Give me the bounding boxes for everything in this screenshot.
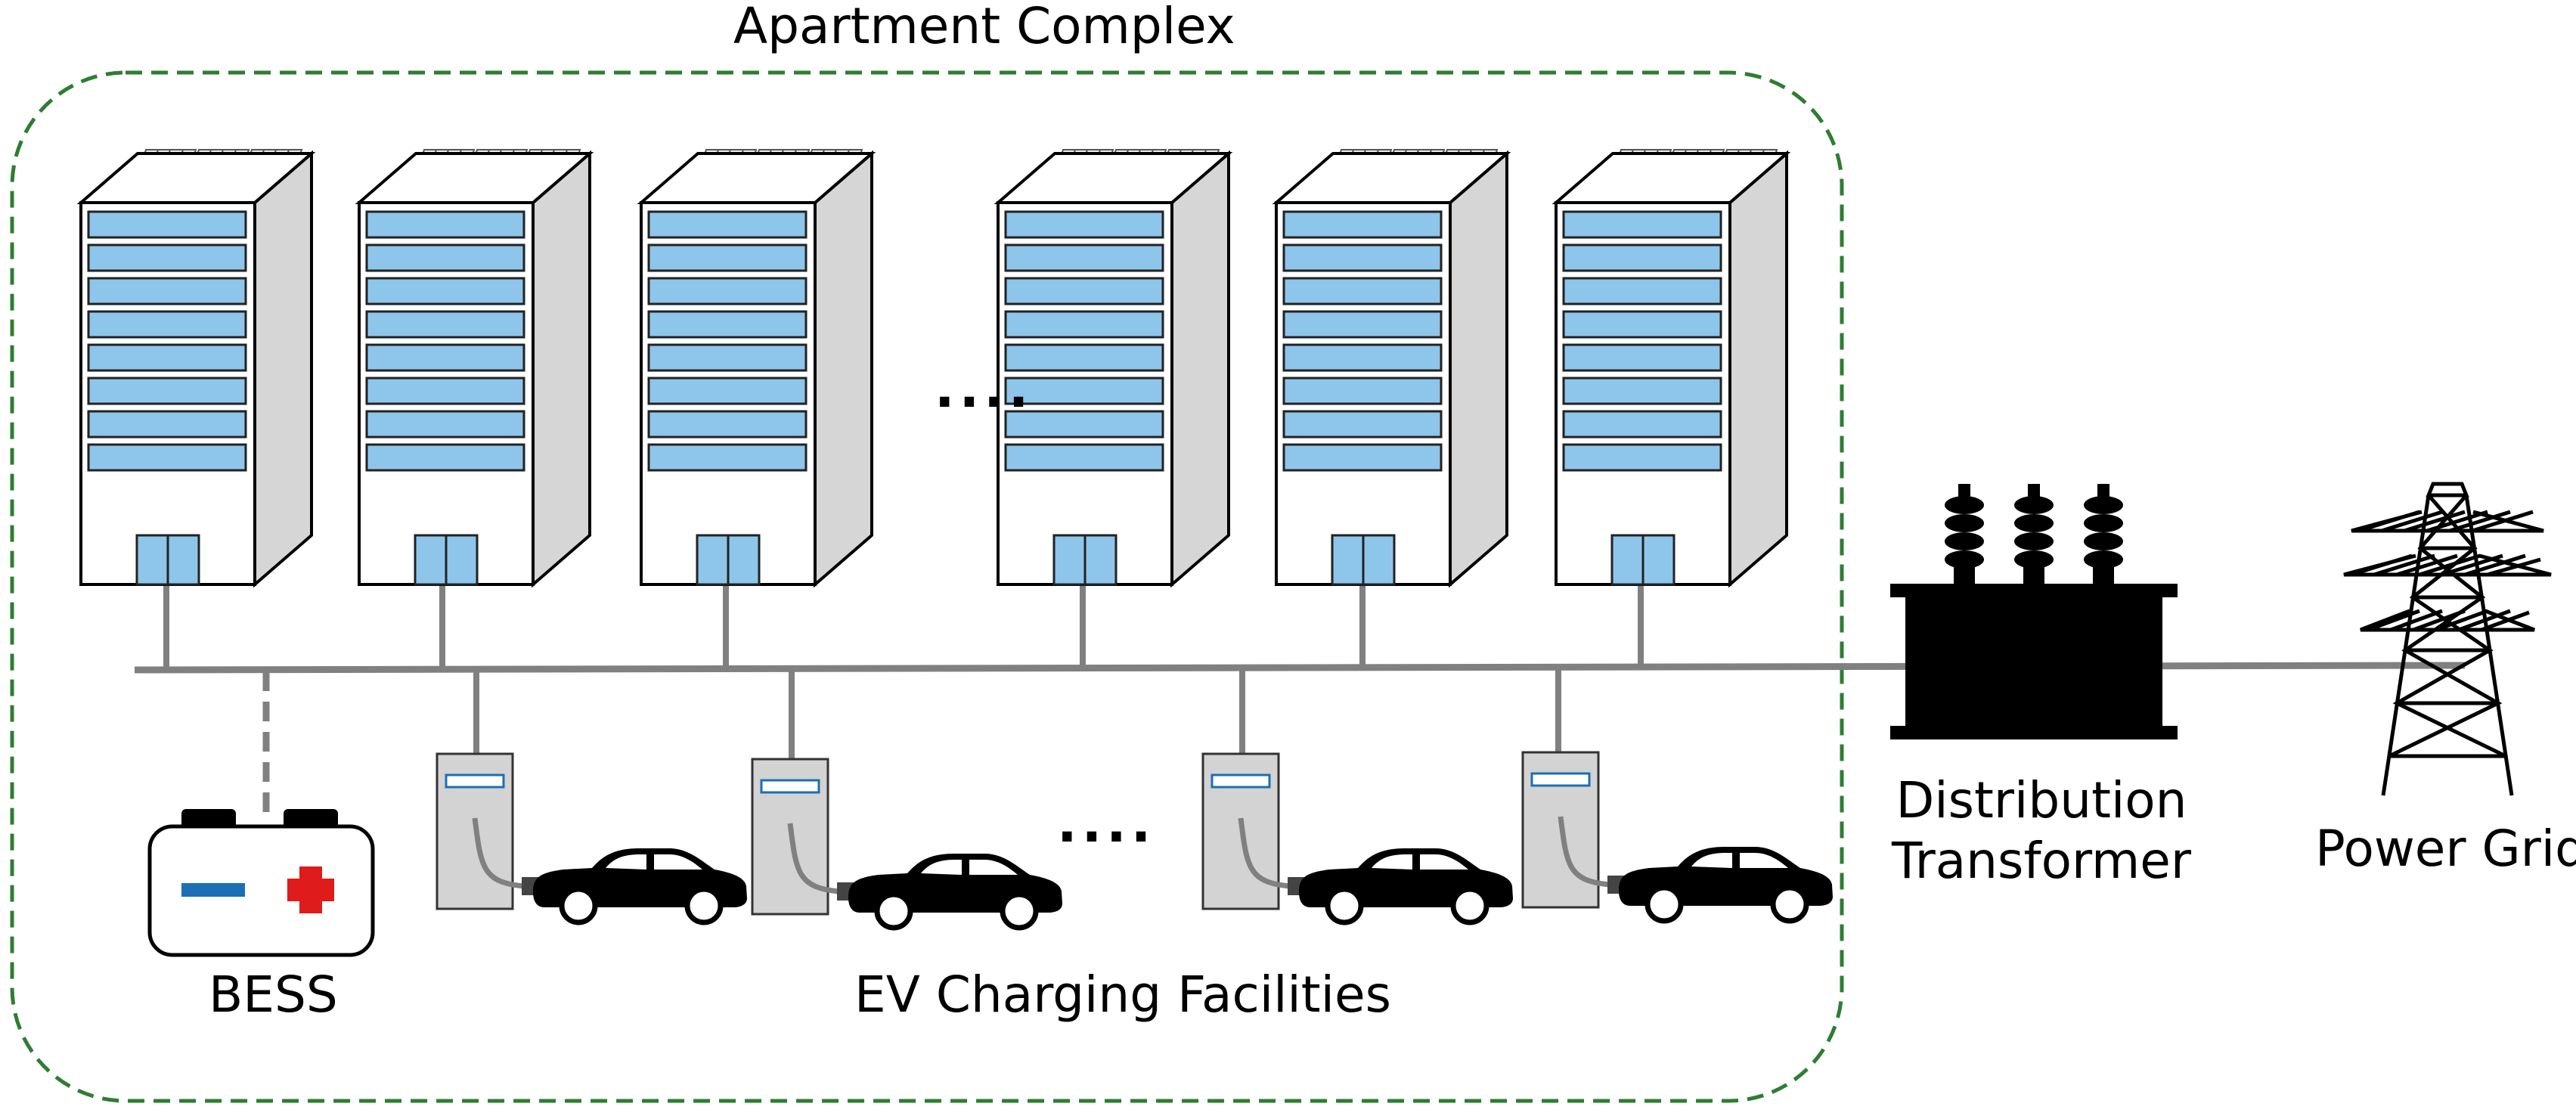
- transmission-tower-icon: [2343, 482, 2552, 796]
- minus-icon: [181, 883, 245, 897]
- ev-charger-1: [437, 754, 541, 909]
- ev-charger-4: [1523, 752, 1626, 907]
- transformer-icon: [1890, 484, 2178, 739]
- ev-car-4: [1619, 847, 1833, 921]
- transformer-label-line2: Transformer: [1891, 832, 2192, 890]
- apartment-building-6: [1556, 150, 1787, 584]
- apartment-building-5: [1276, 150, 1507, 584]
- apartment-building-2: [359, 150, 590, 584]
- ev-charging-label: EV Charging Facilities: [854, 966, 1391, 1024]
- plus-icon: [287, 866, 334, 913]
- battery-icon: [147, 809, 375, 957]
- ev-car-3: [1299, 848, 1513, 922]
- apartment-building-3: [641, 150, 872, 584]
- bess-label: BESS: [209, 966, 338, 1024]
- ev-charger-3: [1203, 754, 1307, 909]
- ev-car-2: [848, 854, 1062, 928]
- power-grid-label: Power Grid: [2315, 820, 2576, 878]
- ev-car-1: [533, 848, 747, 922]
- apartment-complex-label: Apartment Complex: [733, 0, 1235, 55]
- apartment-complex-boundary: [10, 70, 1844, 1103]
- ev-charger-2: [752, 759, 856, 914]
- transformer-label: Distribution Transformer: [1875, 776, 2208, 886]
- chargers-ellipsis: ....: [1057, 792, 1155, 854]
- building-feeder-lines: [163, 582, 1644, 670]
- transformer-label-line1: Distribution: [1896, 771, 2187, 829]
- apartment-building-1: [81, 150, 312, 584]
- buildings-ellipsis: ....: [935, 358, 1033, 420]
- charger-feeder-lines: [473, 667, 1561, 759]
